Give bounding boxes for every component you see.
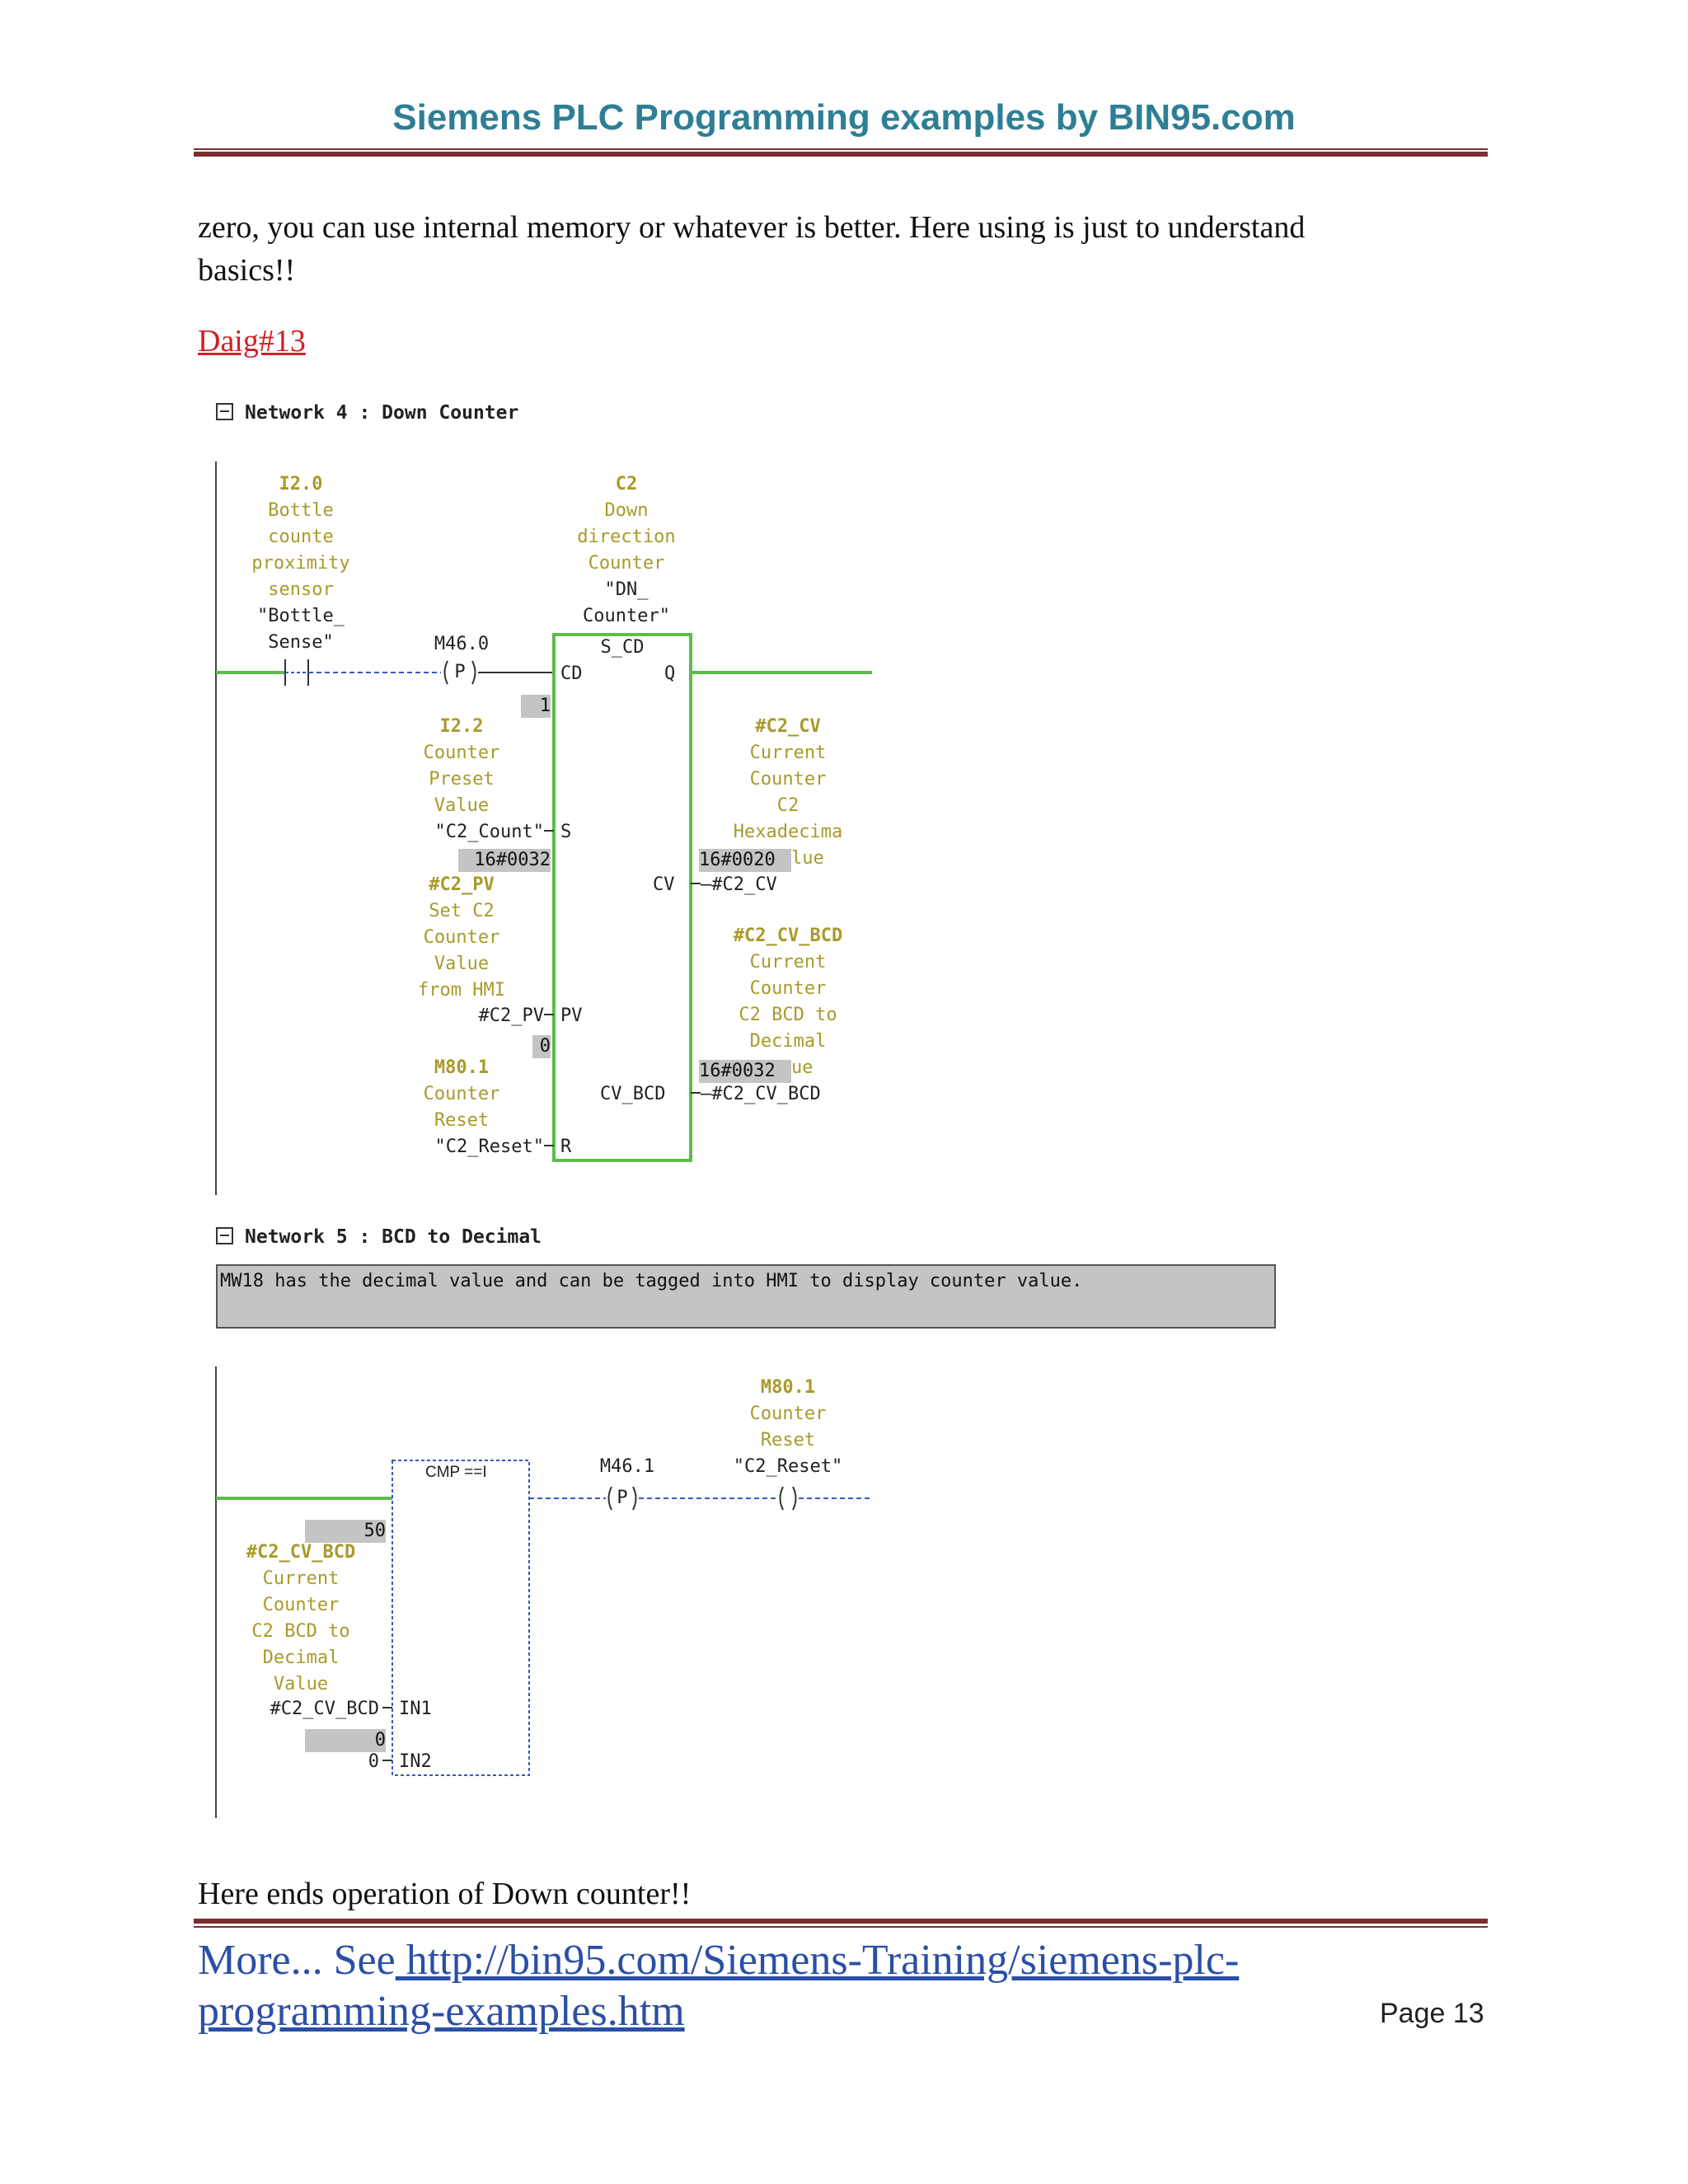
block-type: S_CD [600, 637, 645, 658]
footer-link-line-2[interactable]: programming-examples.htm [198, 1988, 685, 2035]
footer-more-prefix: More... See [198, 1937, 396, 1984]
s-comment: Counter Preset Value [423, 743, 500, 816]
intro-line-1: zero, you can use internal memory or wha… [198, 210, 1306, 245]
pv-comment: Set C2 Counter Value from HMI [418, 901, 505, 1001]
cvbcd-symbol: —#C2_CV_BCD [701, 1084, 821, 1104]
contact-address: I2.0 [279, 474, 323, 494]
pos-edge-address: M46.0 [434, 634, 490, 654]
r-symbol: "C2_Reset" [434, 1137, 544, 1157]
cv-comment: Current Counter C2 Hexadecima [733, 743, 843, 842]
closing-text: Here ends operation of Down counter!! [198, 1877, 692, 1911]
footer-rule-thick [194, 1919, 1488, 1924]
s-address: I2.2 [439, 716, 484, 737]
p-coil-right [471, 660, 476, 685]
s-cd-block [552, 633, 692, 1162]
cvbcd-value: 16#0032 [699, 1060, 791, 1083]
s-value: 16#0032 [458, 849, 551, 872]
footer-rule-thin [194, 1926, 1488, 1928]
in2-symbol: 0 [368, 1751, 379, 1772]
cmp-block [392, 1460, 530, 1776]
cv-symbol: —#C2_CV [701, 874, 777, 895]
footer-more: More... See http://bin95.com/Siemens-Tra… [198, 1935, 1239, 1986]
cvbcd-comment-tail: ue [791, 1057, 814, 1078]
in2-value: 0 [305, 1729, 386, 1752]
network-5-title: Network 5 : BCD to Decimal [245, 1226, 542, 1248]
pin-in2: IN2 [399, 1751, 432, 1772]
footer-link-line-1[interactable]: http://bin95.com/Siemens-Training/siemen… [395, 1937, 1240, 1984]
pv-address: #C2_PV [429, 874, 495, 895]
cv-value: 16#0020 [699, 849, 791, 872]
pin-cd: CD [560, 663, 583, 684]
pin-cv-bcd: CV_BCD [600, 1084, 666, 1104]
r-comment: Counter Reset [423, 1084, 500, 1131]
cvbcd-comment: Current Counter C2 BCD to Decimal [738, 952, 837, 1052]
counter-symbol: "DN_ Counter" [583, 579, 670, 626]
in1-symbol: #C2_CV_BCD [270, 1699, 379, 1719]
pin-cv: CV [653, 874, 675, 895]
coil-left [779, 1486, 784, 1511]
edge-address: M46.1 [599, 1456, 655, 1477]
network-5-header[interactable]: Network 5 : BCD to Decimal [216, 1226, 542, 1248]
coil-address: M80.1 [760, 1377, 816, 1398]
counter-address: C2 [615, 474, 638, 494]
in1-address: #C2_CV_BCD [246, 1542, 356, 1563]
in1-comment: Current Counter C2 BCD to Decimal Value [251, 1568, 350, 1694]
network-4-title: Network 4 : Down Counter [245, 402, 519, 424]
contact-comment: Bottle counte proximity sensor [251, 500, 350, 600]
contact-symbol: "Bottle_ Sense" [257, 606, 345, 653]
pin-s: S [560, 822, 572, 842]
pin-in1: IN1 [399, 1699, 432, 1719]
pin-pv: PV [560, 1005, 583, 1026]
counter-comment: Down direction Counter [577, 500, 676, 574]
coil-symbol: "C2_Reset" [733, 1456, 843, 1477]
collapse-icon[interactable] [216, 1227, 233, 1244]
pv-value: 0 [532, 1035, 551, 1058]
cvbcd-address: #C2_CV_BCD [733, 926, 843, 946]
r-address: M80.1 [434, 1057, 490, 1078]
collapse-icon[interactable] [216, 403, 233, 420]
header-rule-thick [194, 152, 1488, 157]
page-number: Page 13 [1380, 1998, 1484, 2029]
cv-comment-tail: lue [791, 848, 824, 869]
p2-coil-left [607, 1486, 612, 1511]
pin-q: Q [664, 663, 676, 684]
p2-coil-right [632, 1486, 637, 1511]
intro-line-2: basics!! [198, 253, 296, 288]
coil-right [792, 1486, 797, 1511]
pin-r: R [560, 1137, 572, 1157]
coil-comment: Counter Reset [749, 1404, 827, 1451]
edge-coil-label: P [617, 1488, 628, 1508]
in1-value: 50 [305, 1520, 386, 1543]
cv-address: #C2_CV [755, 716, 821, 737]
network-5-comment[interactable]: MW18 has the decimal value and can be ta… [216, 1264, 1276, 1329]
network-4-header[interactable]: Network 4 : Down Counter [216, 402, 518, 424]
pv-symbol: #C2_PV [478, 1005, 544, 1026]
diagram-link[interactable]: Daig#13 [198, 324, 306, 359]
page-header-title: Siemens PLC Programming examples by BIN9… [392, 97, 1296, 138]
cd-value: 1 [521, 695, 551, 718]
header-rule-thin [194, 148, 1488, 150]
cmp-label: CMP ==I [425, 1464, 487, 1481]
s-symbol: "C2_Count" [434, 822, 544, 842]
pos-edge-coil-label: P [454, 662, 466, 682]
p-coil-left [443, 660, 448, 685]
